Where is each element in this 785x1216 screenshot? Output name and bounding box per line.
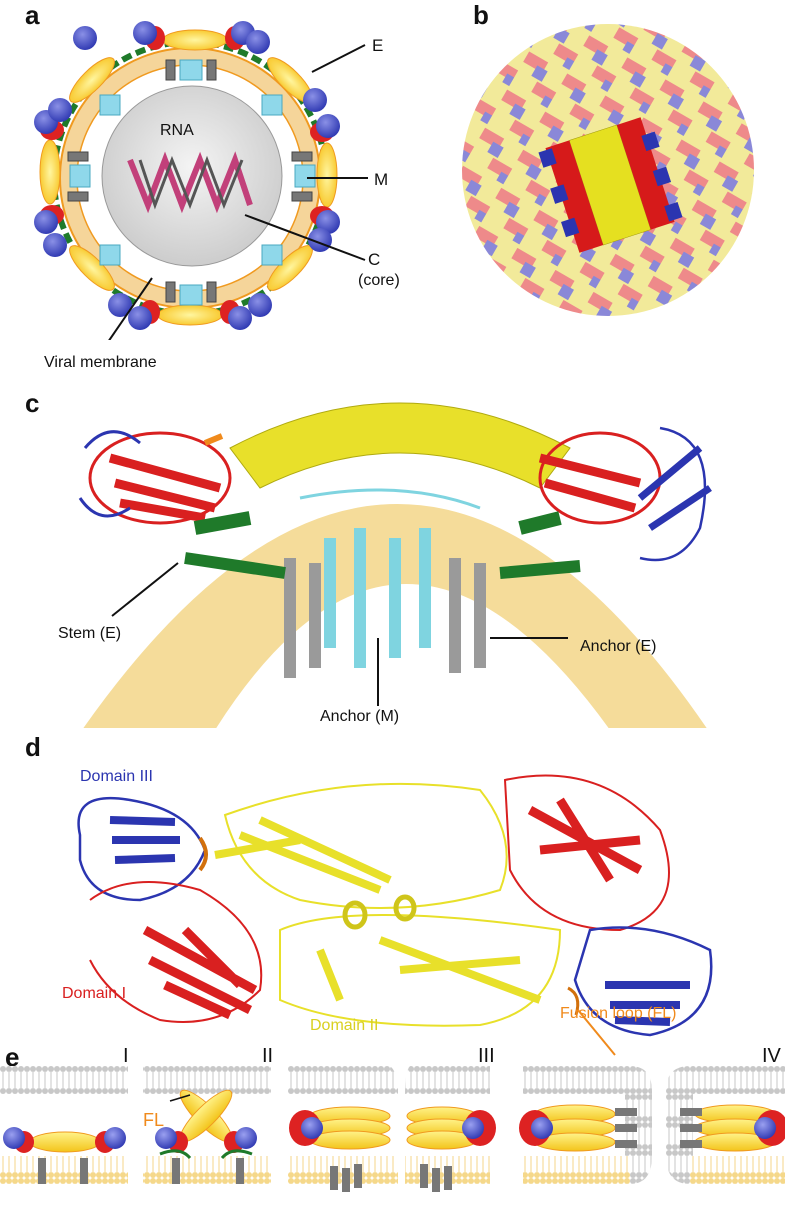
membrane-arc <box>83 504 707 728</box>
label-m: M <box>374 170 389 189</box>
label-fusion-loop: Fusion loop (FL) <box>560 1005 677 1022</box>
label-e: E <box>372 36 384 55</box>
stage-iii-label: III <box>478 1045 495 1067</box>
label-domain-ii: Domain II <box>310 1017 379 1034</box>
panel-c-label: c <box>25 388 40 418</box>
stage-iv-label: IV <box>762 1045 781 1067</box>
label-core: (core) <box>358 272 400 289</box>
label-c: C <box>368 250 381 269</box>
stage-ii-label: II <box>262 1045 274 1067</box>
virion-surface-model <box>462 24 754 316</box>
fusion-stages-schematic <box>0 1066 785 1192</box>
label-viral-membrane: Viral membrane <box>44 354 157 371</box>
rna-helix <box>127 151 253 214</box>
panel-d-label: d <box>25 732 41 762</box>
e-dimer-structure <box>77 774 713 1056</box>
label-anchor-m: Anchor (M) <box>320 708 400 725</box>
e-protein-ring <box>34 21 340 330</box>
label-fl: FL <box>143 1110 165 1130</box>
panel-a-label: a <box>25 0 40 30</box>
label-domain-i: Domain I <box>62 985 127 1002</box>
stage-i-label: I <box>123 1045 129 1067</box>
e-m-heterotetramer-structure <box>78 402 712 728</box>
label-rna: RNA <box>160 122 194 139</box>
label-anchor-e: Anchor (E) <box>580 638 657 655</box>
panel-e-label: e <box>5 1042 20 1072</box>
panel-b-label: b <box>473 0 489 30</box>
virion-schematic <box>34 21 368 340</box>
label-stem-e: Stem (E) <box>58 625 122 642</box>
label-domain-iii: Domain III <box>80 768 153 785</box>
